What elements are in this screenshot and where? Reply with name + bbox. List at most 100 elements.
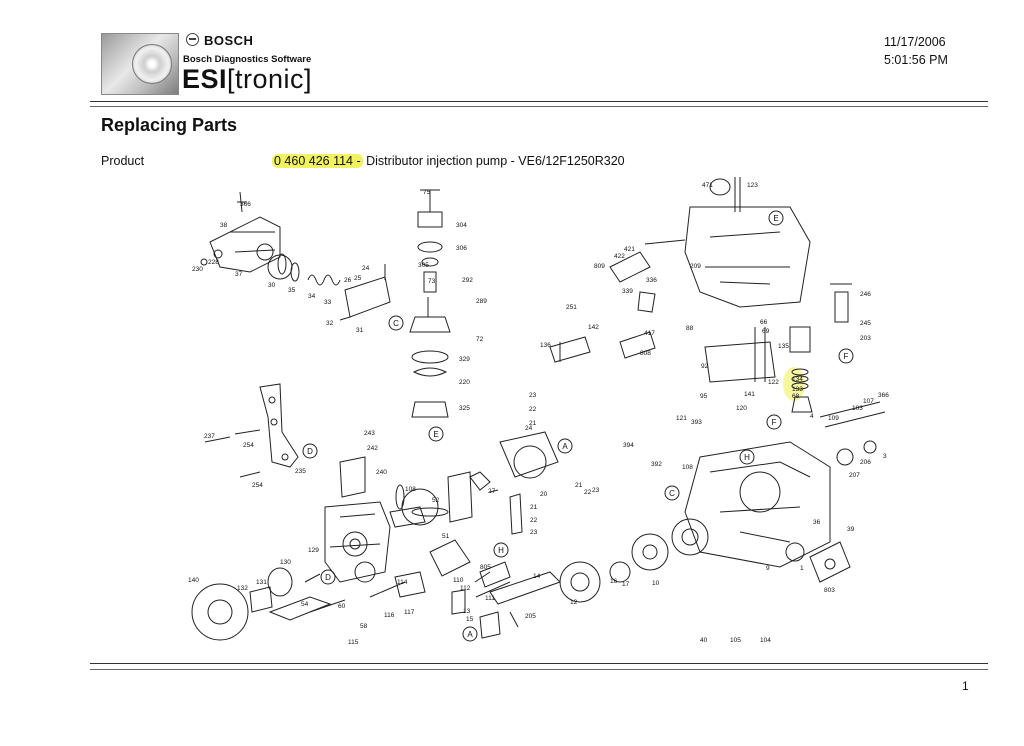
part-label: 75 (423, 189, 431, 196)
part-label: 107 (863, 398, 874, 405)
product-value: 0 460 426 114 - Distributor injection pu… (272, 154, 625, 168)
software-disc-icon (132, 44, 172, 84)
callout-letter: F (772, 418, 777, 427)
part-label: 37 (235, 271, 243, 278)
part-label: 103 (852, 405, 863, 412)
part-label: 17 (622, 581, 630, 588)
part-label: 366 (878, 392, 889, 399)
callout-letter: H (744, 453, 750, 462)
page-number: 1 (962, 679, 969, 693)
part-label: 242 (367, 445, 378, 452)
brand-name: BOSCH (204, 33, 254, 48)
part-label: 24 (362, 265, 370, 272)
part-label: 808 (640, 350, 651, 357)
callout-letter: E (773, 214, 778, 223)
part-label: 329 (459, 356, 470, 363)
part-label: 23 (529, 392, 537, 399)
part-label: 471 (702, 182, 713, 189)
part-label: 10 (652, 580, 660, 587)
part-label: 22 (530, 517, 538, 524)
part-label: 220 (459, 379, 470, 386)
part-label: 120 (736, 405, 747, 412)
software-subtitle: Bosch Diagnostics Software (183, 54, 312, 65)
part-label: 9 (766, 565, 770, 572)
part-label: 130 (280, 559, 291, 566)
part-label: 140 (188, 577, 199, 584)
part-label: 110 (453, 577, 464, 584)
part-label: 105 (730, 637, 741, 644)
part-label: 30 (268, 282, 276, 289)
product-description: Distributor injection pump - VE6/12F1250… (362, 154, 625, 168)
part-label: 123 (747, 182, 758, 189)
bosch-logo-icon (186, 33, 199, 46)
part-label: 336 (646, 277, 657, 284)
part-label: 40 (700, 637, 708, 644)
part-label: 240 (376, 469, 387, 476)
part-label: 305 (418, 262, 429, 269)
part-label: 289 (476, 298, 487, 305)
part-label: 22 (529, 406, 537, 413)
part-label: 803 (824, 587, 835, 594)
part-label: 32 (326, 320, 334, 327)
part-label: 254 (243, 442, 254, 449)
part-label: 422 (614, 253, 625, 260)
bosch-brand: BOSCH (186, 33, 253, 48)
part-label: 36 (813, 519, 821, 526)
part-label: 205 (525, 613, 536, 620)
part-label: 136 (540, 342, 551, 349)
part-label: 52 (432, 497, 440, 504)
part-label: 207 (849, 472, 860, 479)
part-number-highlight: 0 460 426 114 - (272, 154, 363, 168)
part-label: 58 (360, 623, 368, 630)
part-label: 805 (480, 564, 491, 571)
part-label: 243 (364, 430, 375, 437)
part-label: 111 (485, 595, 495, 602)
part-label: 51 (442, 533, 450, 540)
esi-bold: ESI (182, 64, 228, 94)
callout-letter: D (325, 573, 331, 582)
part-label: 228 (208, 259, 219, 266)
callout-letter: C (393, 319, 399, 328)
part-label: 22 (584, 489, 592, 496)
part-label: 246 (860, 291, 871, 298)
part-label: 16 (610, 578, 618, 585)
part-label: 31 (356, 327, 364, 334)
part-label: 21 (575, 482, 583, 489)
part-label: 1 (800, 565, 804, 572)
part-label: 27 (488, 488, 496, 495)
part-label: 122 (768, 379, 779, 386)
part-label: 35 (288, 287, 296, 294)
part-label: 339 (622, 288, 633, 295)
header-rule-top (90, 101, 988, 102)
part-label: 66 (760, 319, 768, 326)
part-label: 25 (354, 275, 362, 282)
callout-letter: A (562, 442, 568, 451)
part-label: 109 (828, 415, 839, 422)
part-label: 366 (240, 201, 251, 208)
part-label: 26 (344, 277, 352, 284)
part-label: 114 (397, 579, 408, 586)
part-label: 421 (624, 246, 635, 253)
part-label: 131 (256, 579, 267, 586)
part-label: 33 (324, 299, 332, 306)
part-label: 304 (456, 222, 467, 229)
part-label: 254 (252, 482, 263, 489)
page-title: Replacing Parts (101, 115, 238, 135)
part-label: 133 (792, 386, 803, 393)
part-label: 3 (883, 453, 887, 460)
part-label: 116 (384, 612, 395, 619)
print-time: 5:01:56 PM (884, 53, 948, 67)
part-label: 21 (529, 420, 537, 427)
part-label: 121 (676, 415, 687, 422)
part-label: 14 (533, 573, 541, 580)
header-rule-bottom (90, 106, 988, 107)
part-label: 237 (204, 433, 215, 440)
part-label: 115 (348, 639, 359, 646)
part-label: 108 (682, 464, 693, 471)
footer-rule-top (90, 663, 988, 664)
part-label: 23 (592, 487, 600, 494)
part-label: 92 (701, 363, 709, 370)
part-label: 135 (778, 343, 789, 350)
part-label: 306 (456, 245, 467, 252)
